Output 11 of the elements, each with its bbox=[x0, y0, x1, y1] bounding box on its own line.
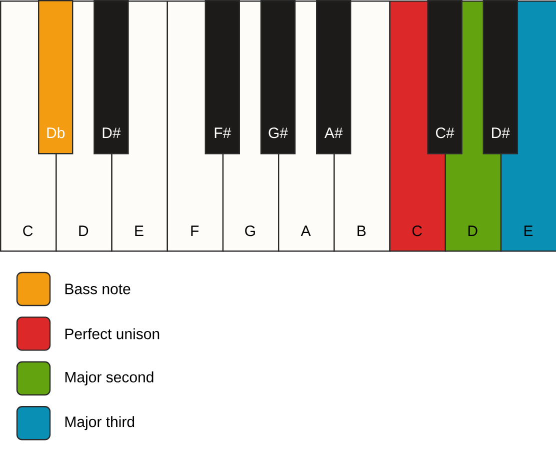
legend-label: Perfect unison bbox=[65, 328, 160, 340]
piano-key: D# bbox=[94, 0, 129, 154]
piano-key: F# bbox=[204, 0, 240, 154]
piano-key: A# bbox=[316, 0, 352, 154]
piano-key: G# bbox=[260, 0, 296, 154]
piano-key: Db bbox=[38, 0, 74, 154]
legend-label: Major third bbox=[65, 416, 134, 430]
legend-label: Bass note bbox=[65, 284, 130, 294]
legend-label: Major second bbox=[65, 371, 154, 386]
piano-key: D# bbox=[482, 0, 518, 154]
piano-key: C# bbox=[427, 0, 462, 154]
